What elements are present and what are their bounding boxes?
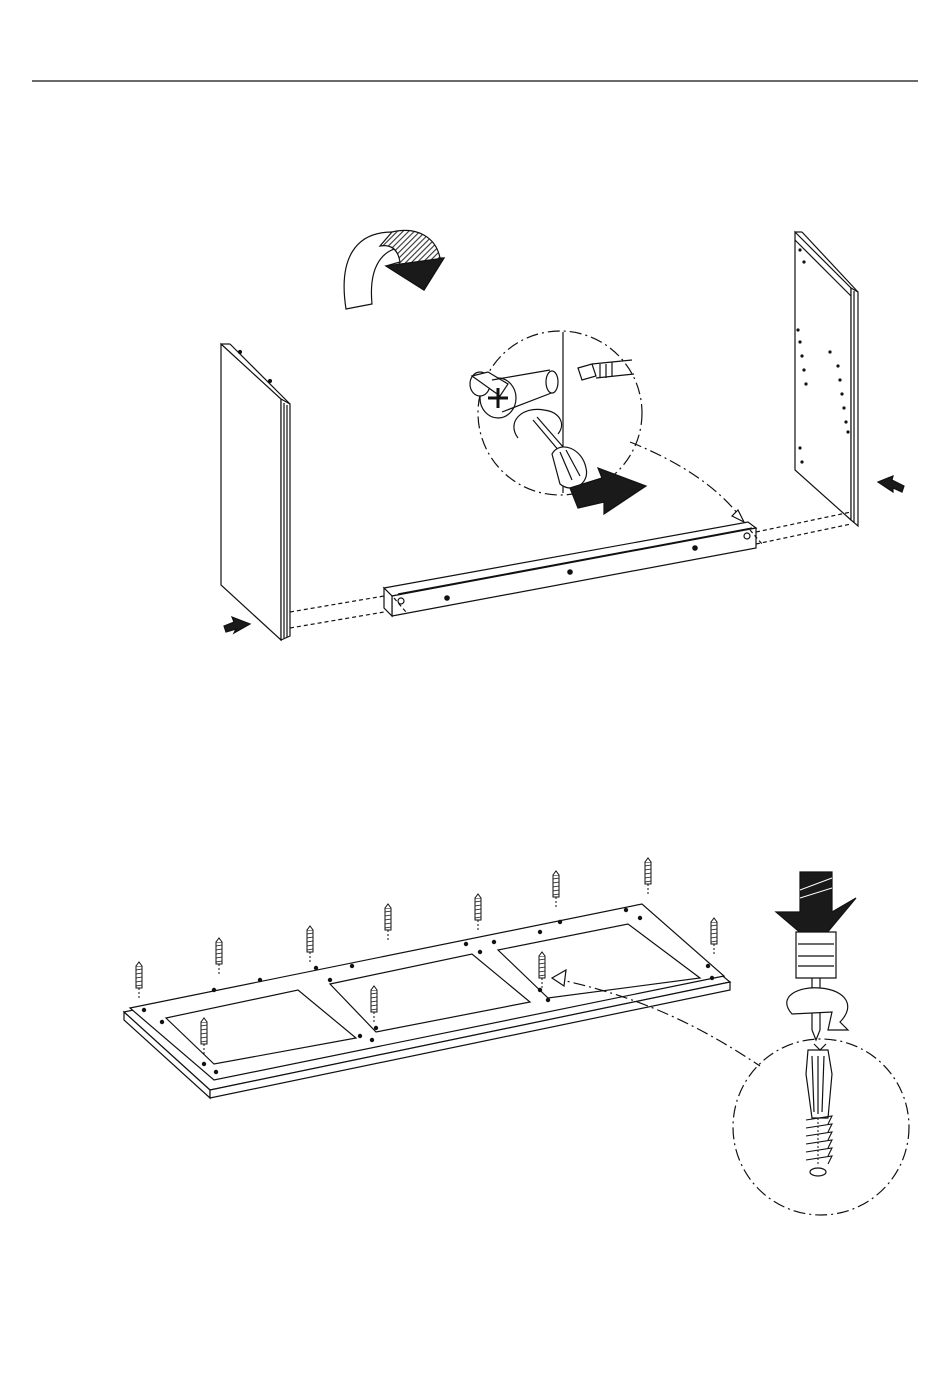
dowel: [385, 904, 391, 942]
screw-thread: [806, 1116, 832, 1166]
magnifier-detail-circle: [470, 331, 646, 514]
rotate-arrow-icon: [344, 230, 444, 309]
dowel: [136, 962, 142, 1000]
push-arrow-icon: [878, 476, 904, 492]
push-arrow-icon: [224, 617, 250, 633]
connecting-rail: [384, 522, 756, 616]
detail-leader: [630, 442, 744, 522]
step-2-base-frame: [124, 858, 909, 1215]
dowel: [216, 938, 222, 976]
cam-bolt: [578, 360, 634, 380]
step-1-side-panels: [221, 230, 904, 640]
pointer-arrow-icon: [732, 510, 744, 522]
left-side-panel: [221, 344, 290, 640]
right-side-panel: [795, 232, 858, 526]
dowel-screw: [806, 1044, 832, 1176]
dowel: [307, 926, 313, 964]
dowel: [711, 918, 717, 956]
base-frame: [124, 904, 730, 1098]
rotate-arrow-icon: [514, 409, 562, 438]
dowel: [553, 871, 559, 909]
rotate-arrow-icon: [787, 988, 848, 1030]
dowel: [645, 858, 651, 896]
dowel: [475, 894, 481, 932]
